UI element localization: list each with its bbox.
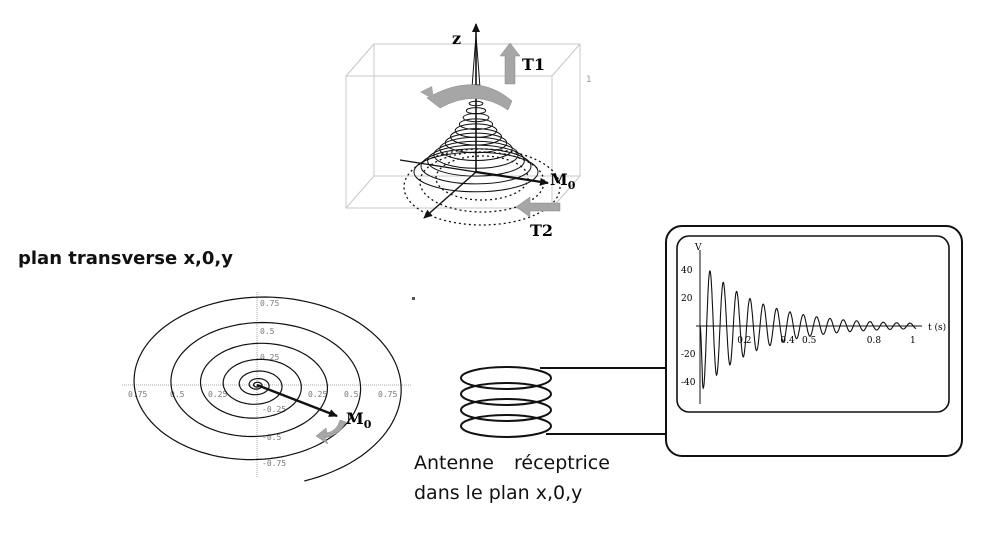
chart-y-tick-label: -40 <box>681 378 696 388</box>
chart-x-tick-label: 0.8 <box>867 336 882 346</box>
signal-chart: V t (s) 40 20 -20 -40 0.2 0.4 0.5 0.8 1 <box>681 243 946 404</box>
cube-m0-sub: 0 <box>568 179 576 192</box>
plane-tick-labels: 0.75 0.5 0.25 0.25 0.5 0.75 0.75 0.5 0.2… <box>128 299 397 468</box>
rotation-arrowhead-icon <box>420 86 434 100</box>
signal-series-line <box>699 270 917 390</box>
chart-x-tick-label: 0.5 <box>802 336 817 346</box>
t2-arrow-icon <box>515 196 561 218</box>
rotation-arrow-icon <box>426 84 513 111</box>
plane-spiral-curve <box>133 296 402 482</box>
small-dot <box>412 297 415 300</box>
plane-m0-label: M0 <box>346 409 372 431</box>
chart-ylabel: V <box>694 243 702 253</box>
oscilloscope-screen <box>676 235 950 413</box>
t1-label: T1 <box>522 55 545 74</box>
chart-y-tick-label: -20 <box>681 350 696 360</box>
plane-title: plan transverse x,0,y <box>18 248 233 269</box>
tick-y-neg-075: -0.75 <box>262 459 286 468</box>
plane-m0-sub: 0 <box>364 418 372 431</box>
cube-m0-label: M0 <box>550 170 576 192</box>
t1-arrow-icon <box>499 42 521 85</box>
chart-xlabel: t (s) <box>928 322 946 333</box>
cube-m0-main: M <box>550 170 568 189</box>
plane-rotation-arrow-icon <box>315 419 347 445</box>
plane-m0-vector <box>256 383 338 418</box>
y-axis <box>399 159 477 173</box>
tick-y-075: 0.75 <box>260 299 279 308</box>
m0-vector <box>475 170 549 186</box>
antenna-caption-line1: Antenne réceptrice <box>414 452 610 474</box>
tick-x-neg-025: 0.25 <box>208 390 227 399</box>
x-axis <box>423 171 477 219</box>
tick-x-neg-075: 0.75 <box>128 390 147 399</box>
t2-label: T2 <box>530 221 553 240</box>
tick-y-025: 0.25 <box>260 353 279 362</box>
tick-y-neg-05: -0.5 <box>262 433 281 442</box>
corner-tick: 1 <box>586 75 592 85</box>
chart-y-tick-label: 40 <box>681 266 693 276</box>
antenna-caption-line2: dans le plan x,0,y <box>414 482 583 504</box>
chart-x-tick-label: 0.4 <box>780 336 795 346</box>
chart-ticks: 40 20 -20 -40 0.2 0.4 0.5 0.8 1 <box>681 266 916 388</box>
tick-x-025: 0.25 <box>308 390 327 399</box>
chart-y-tick-label: 20 <box>681 294 693 304</box>
tick-y-05: 0.5 <box>260 327 275 336</box>
chart-x-tick-label: 0.2 <box>737 336 751 346</box>
z-label: z <box>452 29 461 48</box>
plane-m0-main: M <box>346 409 364 428</box>
tick-y-neg-025: -0.25 <box>262 405 286 414</box>
oscilloscope: V t (s) 40 20 -20 -40 0.2 0.4 0.5 0.8 1 <box>665 225 963 457</box>
cube-diagram: 1 z T1 M0 T2 <box>345 23 592 240</box>
receiver-coil <box>460 366 666 438</box>
transverse-plane: 0.75 0.5 0.25 0.25 0.5 0.75 0.75 0.5 0.2… <box>122 292 412 482</box>
chart-x-tick-label: 1 <box>910 336 916 346</box>
tick-x-05: 0.5 <box>344 390 359 399</box>
tick-x-075: 0.75 <box>378 390 397 399</box>
tick-x-neg-05: 0.5 <box>170 390 185 399</box>
